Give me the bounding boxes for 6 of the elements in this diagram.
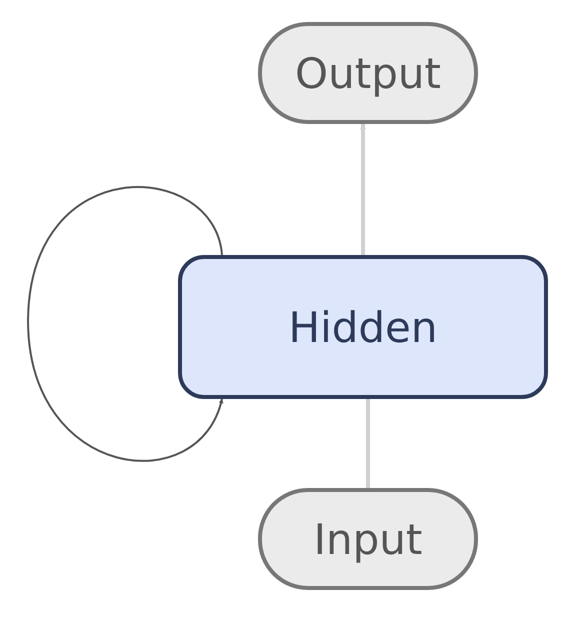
arrow <box>27 186 223 462</box>
node-label: Hidden <box>288 302 438 352</box>
arrow <box>360 123 366 255</box>
process-box <box>178 255 548 399</box>
node-label: Output <box>295 48 441 98</box>
node-label: Input <box>314 514 422 564</box>
